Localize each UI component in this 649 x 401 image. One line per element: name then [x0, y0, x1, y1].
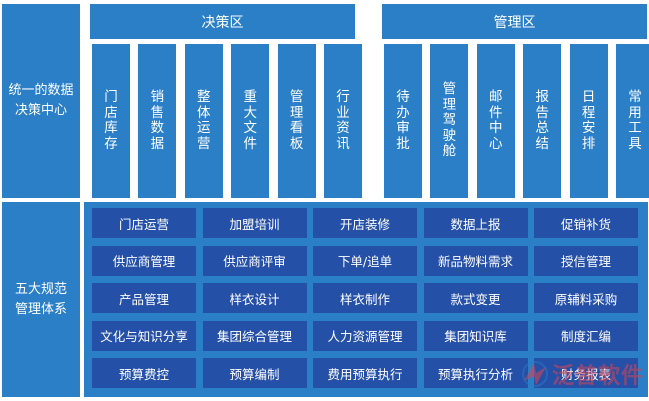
decision-item-2: 销售数据	[138, 44, 177, 198]
decision-item-4: 重大文件	[231, 44, 270, 198]
grid-cell-r3-c1: 产品管理	[92, 283, 196, 313]
management-item-2: 管理驾驶舱	[430, 44, 469, 198]
grid-cell-r4-c3: 人力资源管理	[313, 320, 417, 351]
management-zone-header: 管理区	[382, 4, 647, 39]
grid-cell-r3-c4: 款式变更	[423, 283, 528, 313]
grid-cell-r2-c2: 供应商评审	[202, 245, 307, 276]
decision-item-6: 行业资讯	[324, 44, 362, 198]
decision-item-label: 管理看板	[289, 89, 304, 152]
management-item-3: 邮件中心	[476, 44, 515, 198]
grid-cell-r1-c5: 促销补货	[534, 208, 638, 238]
decision-item-5: 管理看板	[277, 44, 316, 198]
side-label-management-system: 五大规范 管理体系	[2, 202, 80, 397]
decision-zone-header: 决策区	[90, 4, 355, 39]
grid-cell-r1-c1: 门店运营	[92, 208, 196, 238]
grid-cell-r1-c2: 加盟培训	[202, 208, 307, 238]
decision-item-label: 重大文件	[243, 89, 257, 152]
decision-item-3: 整体运营	[184, 44, 223, 198]
grid-cell-r4-c5: 制度汇编	[534, 320, 638, 351]
grid-cell-r5-c3: 费用预算执行	[313, 358, 417, 388]
grid-cell-r1-c3: 开店装修	[313, 208, 417, 238]
decision-item-label: 门店库存	[104, 89, 118, 152]
grid-cell-r3-c3: 样衣制作	[313, 283, 417, 313]
grid-cell-r5-c4: 预算执行分析	[423, 358, 528, 388]
grid-cell-r3-c5: 原辅料采购	[534, 283, 638, 313]
grid-cell-r5-c5: 财务报表	[534, 358, 638, 388]
side-label-data-center: 统一的数据 决策中心	[2, 4, 80, 198]
management-item-label: 管理驾驶舱	[442, 81, 457, 160]
management-item-label: 常用工具	[628, 89, 642, 152]
decision-item-label: 行业资讯	[336, 89, 350, 152]
grid-cell-r4-c2: 集团综合管理	[202, 320, 307, 351]
grid-cell-r2-c4: 新品物料需求	[423, 245, 528, 276]
decision-item-label: 整体运营	[197, 89, 211, 152]
grid-cell-r2-c3: 下单/追单	[313, 245, 417, 276]
management-item-4: 报告总结	[523, 44, 562, 198]
decision-item-1: 门店库存	[92, 44, 130, 198]
grid-cell-r5-c1: 预算费控	[92, 358, 196, 388]
decision-item-label: 销售数据	[150, 89, 165, 152]
management-item-6: 常用工具	[616, 44, 649, 198]
grid-cell-r1-c4: 数据上报	[423, 208, 528, 238]
management-item-label: 报告总结	[535, 89, 549, 152]
grid-cell-r2-c5: 授信管理	[534, 245, 638, 276]
grid-cell-r2-c1: 供应商管理	[92, 245, 196, 276]
management-item-label: 邮件中心	[489, 89, 503, 152]
management-item-5: 日程安排	[569, 44, 608, 198]
grid-cell-r5-c2: 预算编制	[202, 358, 307, 388]
management-item-label: 日程安排	[581, 89, 596, 152]
management-item-label: 待办审批	[396, 89, 410, 152]
grid-cell-r4-c1: 文化与知识分享	[92, 320, 196, 351]
grid-cell-r4-c4: 集团知识库	[423, 320, 528, 351]
grid-cell-r3-c2: 样衣设计	[202, 283, 307, 313]
management-item-1: 待办审批	[384, 44, 422, 198]
